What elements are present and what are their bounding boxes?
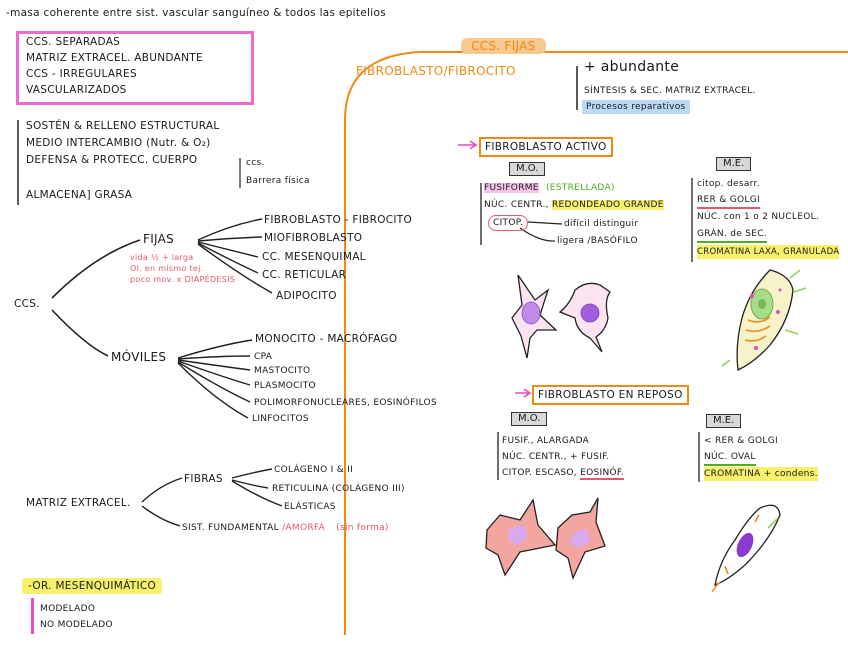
activo-mo-line-2: NÚC. CENTR., REDONDEADO GRANDE [484, 198, 664, 212]
activo-me-tag: M.E. [716, 157, 751, 171]
fibroblast-reposo-mo-cell-1 [486, 500, 555, 575]
fibro-sintesis: SÍNTESIS & SEC. MATRIZ EXTRACEL. [584, 84, 756, 98]
reposo-me-3: CROMATINA + condens. [704, 467, 818, 481]
matrix-sin-forma: (sin forma) [336, 523, 389, 533]
activo-me-1: citop. desarr. [697, 177, 760, 191]
activo-estrellada: (ESTRELLADA) [546, 183, 615, 193]
activo-fusiforme: FUSIFORME [484, 183, 539, 193]
arrow-reposo [515, 389, 530, 397]
char-3: CCS - IRREGULARES [26, 67, 137, 81]
activo-mo-tag: M.O. [509, 162, 545, 176]
function-defensa: DEFENSA & PROTECC. CUERPO [26, 153, 197, 167]
fibras-item-1: COLÁGENO I & II [274, 463, 353, 477]
reposo-me-1: < RER & GOLGI [704, 434, 778, 448]
activo-citop: CITOP. [488, 215, 528, 231]
tree-root: CCS. [14, 297, 40, 311]
char-2: MATRIZ EXTRACEL. ABUNDANTE [26, 51, 203, 65]
activo-title: FIBROBLASTO ACTIVO [479, 137, 613, 157]
reposo-mo-1: FUSIF., ALARGADA [502, 434, 589, 448]
arrow-activo [458, 141, 476, 149]
origin-title: -OR. MESENQUIMÁTICO [22, 578, 162, 594]
reposo-mo-3: CITOP. ESCASO, [502, 468, 577, 478]
reposo-eosinof: EOSINÓF. [580, 468, 624, 480]
fibras-item-3: ELÁSTICAS [284, 500, 336, 514]
origin-bar [31, 598, 34, 634]
reposo-mo-line-3: CITOP. ESCASO, EOSINÓF. [502, 466, 624, 480]
activo-dificil: difícil distinguir [564, 217, 638, 231]
moviles-item-2: CPA [254, 350, 272, 364]
reposo-title: FIBROBLASTO EN REPOSO [532, 385, 689, 405]
fibras-item-2: RETICULINA (COLÁGENO III) [272, 482, 405, 496]
moviles-item-5: POLIMORFONUCLEARES, EOSINÓFILOS [254, 396, 437, 410]
reposo-me-2: NÚC. OVAL [704, 450, 756, 466]
activo-redondeado: REDONDEADO GRANDE [552, 200, 664, 210]
activo-nuc: NÚC. CENTR., [484, 200, 549, 210]
fibroblast-activo-me-cell [722, 270, 806, 370]
fijas-item-2: MIOFIBROBLASTO [264, 231, 362, 245]
moviles-item-1: MONOCITO - MACRÓFAGO [255, 332, 397, 346]
function-ccs: ccs. [246, 156, 265, 170]
tree-fijas-note: vida ½ + larga Ol. en mismo tej. poco mo… [130, 252, 235, 285]
fixed-cells-title: CCS. FIJAS [461, 38, 546, 54]
moviles-item-4: PLASMOCITO [254, 379, 316, 393]
activo-me-2: RER & GOLGI [697, 193, 760, 209]
tree-moviles: MÓVILES [111, 350, 166, 364]
top-note: -masa coherente entre sist. vascular san… [6, 6, 386, 20]
branch-ccs-moviles [52, 310, 108, 356]
fijas-item-1: FIBROBLASTO - FIBROCITO [264, 213, 412, 227]
fibroblast-reposo-me-cell [712, 505, 780, 592]
function-sosten: SOSTÉN & RELLENO ESTRUCTURAL [26, 119, 220, 133]
matrix-fundamental-label: SIST. FUNDAMENTAL [182, 523, 279, 533]
tree-fijas: FIJAS [143, 232, 174, 246]
activo-me-4: GRÁN. de SEC. [697, 227, 767, 243]
fibro-title: FIBROBLASTO/FIBROCITO [356, 64, 516, 78]
function-medio: MEDIO INTERCAMBIO (Nutr. & O₂) [26, 136, 211, 150]
matrix-fundamental: SIST. FUNDAMENTAL /AMORFA (sin forma) [182, 521, 389, 535]
matrix-root: MATRIZ EXTRACEL. [26, 496, 131, 510]
reposo-mo-2: NÚC. CENTR., + FUSIF. [502, 450, 609, 464]
fibro-procesos: Procesos reparativos [582, 100, 690, 114]
activo-mo-line-1: FUSIFORME (ESTRELLADA) [484, 181, 615, 195]
activo-me-3: NÚC. con 1 o 2 NUCLEOL. [697, 210, 819, 224]
fibroblast-activo-mo-cell-2 [560, 283, 610, 352]
char-1: CCS. SEPARADAS [26, 35, 120, 49]
activo-ligera: ligera /BASÓFILO [557, 234, 638, 248]
reposo-me-tag: M.E. [706, 414, 741, 428]
reposo-mo-tag: M.O. [511, 412, 547, 426]
origin-item-2: NO MODELADO [40, 618, 113, 632]
branch-ccs-fijas [52, 240, 140, 298]
function-almacena: ALMACENA] GRASA [26, 188, 132, 202]
fijas-item-5: ADIPOCITO [276, 289, 337, 303]
fijas-item-3: CC. MESENQUIMAL [262, 250, 366, 264]
char-4: VASCULARIZADOS [26, 83, 127, 97]
fibroblast-activo-mo-cell-1 [512, 275, 556, 358]
matrix-amorfa: /AMORFA [282, 523, 325, 533]
moviles-item-3: MASTOCITO [254, 364, 310, 378]
activo-me-5: CROMATINA LAXA, GRANULADA [697, 245, 839, 259]
function-barrera: Barrera física [246, 174, 310, 188]
matrix-fibras: FIBRAS [184, 472, 223, 486]
fijas-item-4: CC. RETICULAR [262, 268, 346, 282]
fibroblast-reposo-mo-cell-2 [556, 498, 605, 578]
fibro-abundante: + abundante [584, 60, 679, 74]
origin-item-1: MODELADO [40, 602, 95, 616]
moviles-item-6: LINFOCITOS [252, 412, 309, 426]
